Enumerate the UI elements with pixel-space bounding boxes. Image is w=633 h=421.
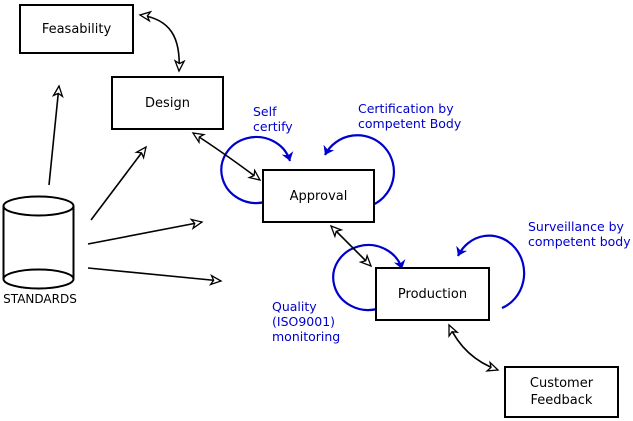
surveillance-line2: competent body <box>528 234 631 249</box>
arrow-standards-to-production <box>87 267 223 286</box>
node-feasability: Feasability <box>19 4 134 54</box>
quality-monitoring-line3: monitoring <box>272 329 341 344</box>
node-design: Design <box>111 76 224 130</box>
arrow-standards-to-approval <box>87 218 204 245</box>
node-production-label: Production <box>397 286 468 302</box>
certification-label: Certification by competent Body <box>358 101 461 131</box>
loop-certification <box>323 134 396 208</box>
node-feasability-label: Feasability <box>41 21 112 37</box>
arrow-production-customer-feedback <box>448 323 500 372</box>
surveillance-line1: Surveillance by <box>528 219 624 234</box>
node-production: Production <box>375 267 490 321</box>
node-design-label: Design <box>145 95 190 111</box>
standards-label: STANDARDS <box>3 292 77 306</box>
node-approval: Approval <box>262 169 375 223</box>
node-customer-feedback-line1: Customer <box>529 376 594 391</box>
standards-cylinder <box>2 195 75 290</box>
self-certify-line1: Self <box>253 104 277 119</box>
arrow-approval-production <box>329 224 373 268</box>
node-approval-label: Approval <box>289 188 348 204</box>
arrow-standards-to-feasability <box>48 84 64 186</box>
arrow-design-approval <box>191 132 262 181</box>
surveillance-label: Surveillance by competent body <box>528 219 631 249</box>
quality-monitoring-line2: (ISO9001) <box>272 314 336 329</box>
node-customer-feedback-line2: Feedback <box>530 393 593 408</box>
certification-line2: competent Body <box>358 116 462 131</box>
node-customer-feedback: Customer Feedback <box>504 366 619 418</box>
quality-monitoring-label: Quality (ISO9001) monitoring <box>272 299 340 344</box>
self-certify-label: Self certify <box>253 104 293 134</box>
loop-surveillance <box>456 234 526 310</box>
arrow-standards-to-design <box>90 145 147 221</box>
certification-line1: Certification by <box>358 101 454 116</box>
self-certify-line2: certify <box>253 119 293 134</box>
arrow-feasability-design <box>138 10 186 73</box>
quality-monitoring-line1: Quality <box>272 299 317 314</box>
